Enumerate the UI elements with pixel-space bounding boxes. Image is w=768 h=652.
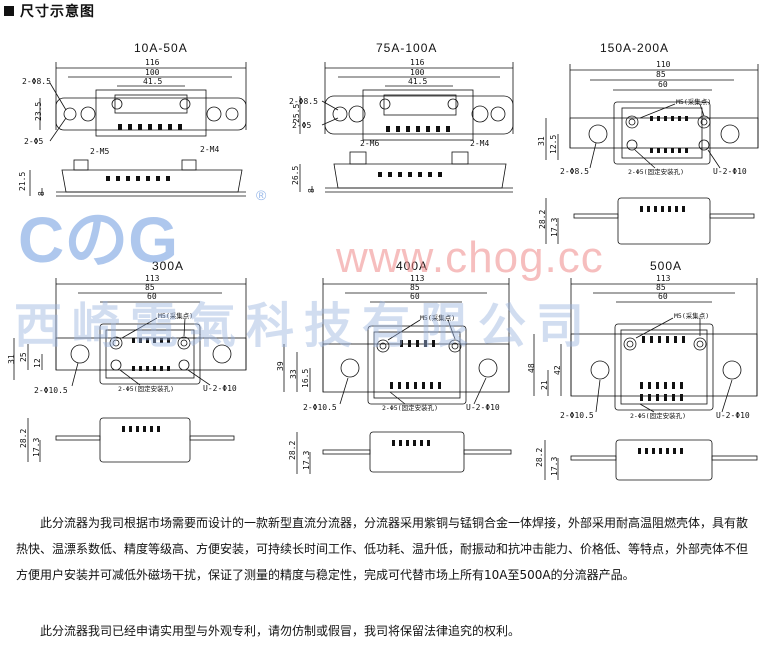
svg-text:2-Φ10.5: 2-Φ10.5 (34, 386, 68, 395)
svg-text:U-2-Φ10: U-2-Φ10 (203, 384, 237, 393)
drawing-75a-100a: 75A-100A 116 100 41.5 25.5 2-Φ8.5 2-Φ5 2… (289, 41, 514, 193)
svg-text:26.5: 26.5 (291, 166, 300, 185)
svg-text:2-M4: 2-M4 (470, 139, 489, 148)
svg-text:28.2: 28.2 (535, 448, 544, 467)
svg-text:31: 31 (7, 354, 16, 364)
svg-text:85: 85 (145, 283, 155, 292)
dimension-drawings: 10A-50A 116 100 41.5 23.5 2-Φ8.5 2-Φ5 2-… (7, 41, 759, 481)
svg-text:17.3: 17.3 (550, 218, 559, 237)
svg-text:85: 85 (656, 70, 666, 79)
svg-text:17.3: 17.3 (550, 457, 559, 476)
drawing-title: 300A (152, 259, 184, 273)
svg-text:8: 8 (307, 188, 316, 193)
svg-text:17.3: 17.3 (32, 438, 41, 457)
watermark-url: www.chog.cc (335, 233, 604, 282)
svg-text:2-Φ10.5: 2-Φ10.5 (560, 411, 594, 420)
svg-text:110: 110 (656, 60, 671, 69)
svg-text:28.2: 28.2 (538, 210, 547, 229)
svg-text:33: 33 (289, 369, 298, 379)
svg-text:60: 60 (658, 80, 668, 89)
svg-text:28.2: 28.2 (288, 441, 297, 460)
svg-text:113: 113 (145, 274, 160, 283)
svg-text:28.2: 28.2 (19, 429, 28, 448)
svg-text:M5(采集点): M5(采集点) (158, 311, 193, 320)
drawing-10a-50a: 10A-50A 116 100 41.5 23.5 2-Φ8.5 2-Φ5 2-… (18, 41, 247, 197)
svg-text:M5(采集点): M5(采集点) (420, 313, 455, 322)
svg-text:85: 85 (656, 283, 666, 292)
svg-text:M5(采集点): M5(采集点) (676, 97, 711, 106)
svg-text:12: 12 (33, 358, 42, 368)
svg-text:2-M6: 2-M6 (360, 139, 379, 148)
drawing-150a-200a: 150A-200A 110 85 60 M5(采集点) 31 12.5 2-Φ8… (537, 41, 759, 245)
watermark-company: 西崎電氣科技有限公司 (14, 298, 594, 354)
svg-text:M5(采集点): M5(采集点) (674, 311, 709, 320)
svg-text:2-Φ8.5: 2-Φ8.5 (560, 167, 589, 176)
description-paragraph-2: 此分流器我司已经申请实用型与外观专利，请勿仿制或假冒，我司将保留法律追究的权利。 (40, 624, 521, 638)
svg-text:41.5: 41.5 (143, 77, 162, 86)
svg-text:41.5: 41.5 (408, 77, 427, 86)
svg-text:48: 48 (527, 363, 536, 373)
svg-text:85: 85 (410, 283, 420, 292)
svg-text:23.5: 23.5 (34, 102, 43, 121)
svg-text:39: 39 (276, 361, 285, 371)
svg-text:U-2-Φ10: U-2-Φ10 (466, 403, 500, 412)
description-paragraph-1: 此分流器为我司根据市场需要而设计的一款新型直流分流器，分流器采用紫铜与锰铜合金一… (16, 516, 749, 582)
svg-text:116: 116 (145, 58, 160, 67)
svg-text:113: 113 (410, 274, 425, 283)
drawing-title: 400A (396, 259, 428, 273)
svg-text:100: 100 (145, 68, 160, 77)
svg-text:2-Φ5: 2-Φ5 (24, 137, 43, 146)
svg-text:113: 113 (656, 274, 671, 283)
drawing-title: 500A (650, 259, 682, 273)
svg-text:21.5: 21.5 (18, 172, 27, 191)
svg-text:2-Φ8.5: 2-Φ8.5 (22, 77, 51, 86)
svg-text:U-2-Φ10: U-2-Φ10 (716, 411, 750, 420)
svg-text:2-M4: 2-M4 (200, 145, 219, 154)
watermark: CのG ® www.chog.cc 西崎電氣科技有限公司 (14, 187, 604, 354)
svg-text:2-Φ5(固定安装孔): 2-Φ5(固定安装孔) (628, 167, 684, 176)
watermark-registered-icon: ® (256, 187, 267, 203)
svg-text:116: 116 (410, 58, 425, 67)
svg-text:17.3: 17.3 (302, 451, 311, 470)
terminal-slots (118, 124, 182, 130)
svg-text:12.5: 12.5 (549, 135, 558, 154)
svg-text:21: 21 (540, 380, 549, 390)
page-title: 尺寸示意图 (20, 4, 95, 20)
svg-text:25: 25 (19, 352, 28, 362)
svg-text:2-Φ8.5: 2-Φ8.5 (289, 97, 318, 106)
svg-text:2-Φ5(固定安装孔): 2-Φ5(固定安装孔) (382, 403, 438, 412)
section-header: 尺寸示意图 (4, 2, 95, 20)
svg-text:60: 60 (658, 292, 668, 301)
svg-text:U-2-Φ10: U-2-Φ10 (713, 167, 747, 176)
svg-text:2-M5: 2-M5 (90, 147, 109, 156)
svg-text:60: 60 (410, 292, 420, 301)
svg-text:60: 60 (147, 292, 157, 301)
drawing-title: 150A-200A (600, 41, 669, 55)
svg-text:42: 42 (553, 365, 562, 375)
drawing-title: 10A-50A (134, 41, 188, 55)
svg-text:16.5: 16.5 (301, 369, 310, 388)
drawing-300a: 300A 113 85 60 M5(采集点) 31 25 12 2-Φ10.5 … (7, 259, 247, 463)
drawing-400a: 400A 113 85 60 M5(采集点) 39 33 16.5 2-Φ10.… (276, 259, 512, 474)
svg-text:2-Φ10.5: 2-Φ10.5 (303, 403, 337, 412)
svg-text:100: 100 (410, 68, 425, 77)
svg-text:2-Φ5(固定安装孔): 2-Φ5(固定安装孔) (630, 411, 686, 420)
drawing-title: 75A-100A (376, 41, 437, 55)
watermark-logo: CのG (18, 204, 178, 276)
svg-text:2-Φ5: 2-Φ5 (292, 121, 311, 130)
svg-text:2-Φ5(固定安装孔): 2-Φ5(固定安装孔) (118, 384, 174, 393)
svg-text:8: 8 (37, 191, 46, 196)
svg-text:31: 31 (537, 136, 546, 146)
drawing-500a: 500A 113 85 60 M5(采集点) 48 21 42 2-Φ10.5 … (527, 259, 758, 481)
header-square-icon (4, 6, 14, 16)
svg-text:25.5: 25.5 (292, 104, 301, 123)
